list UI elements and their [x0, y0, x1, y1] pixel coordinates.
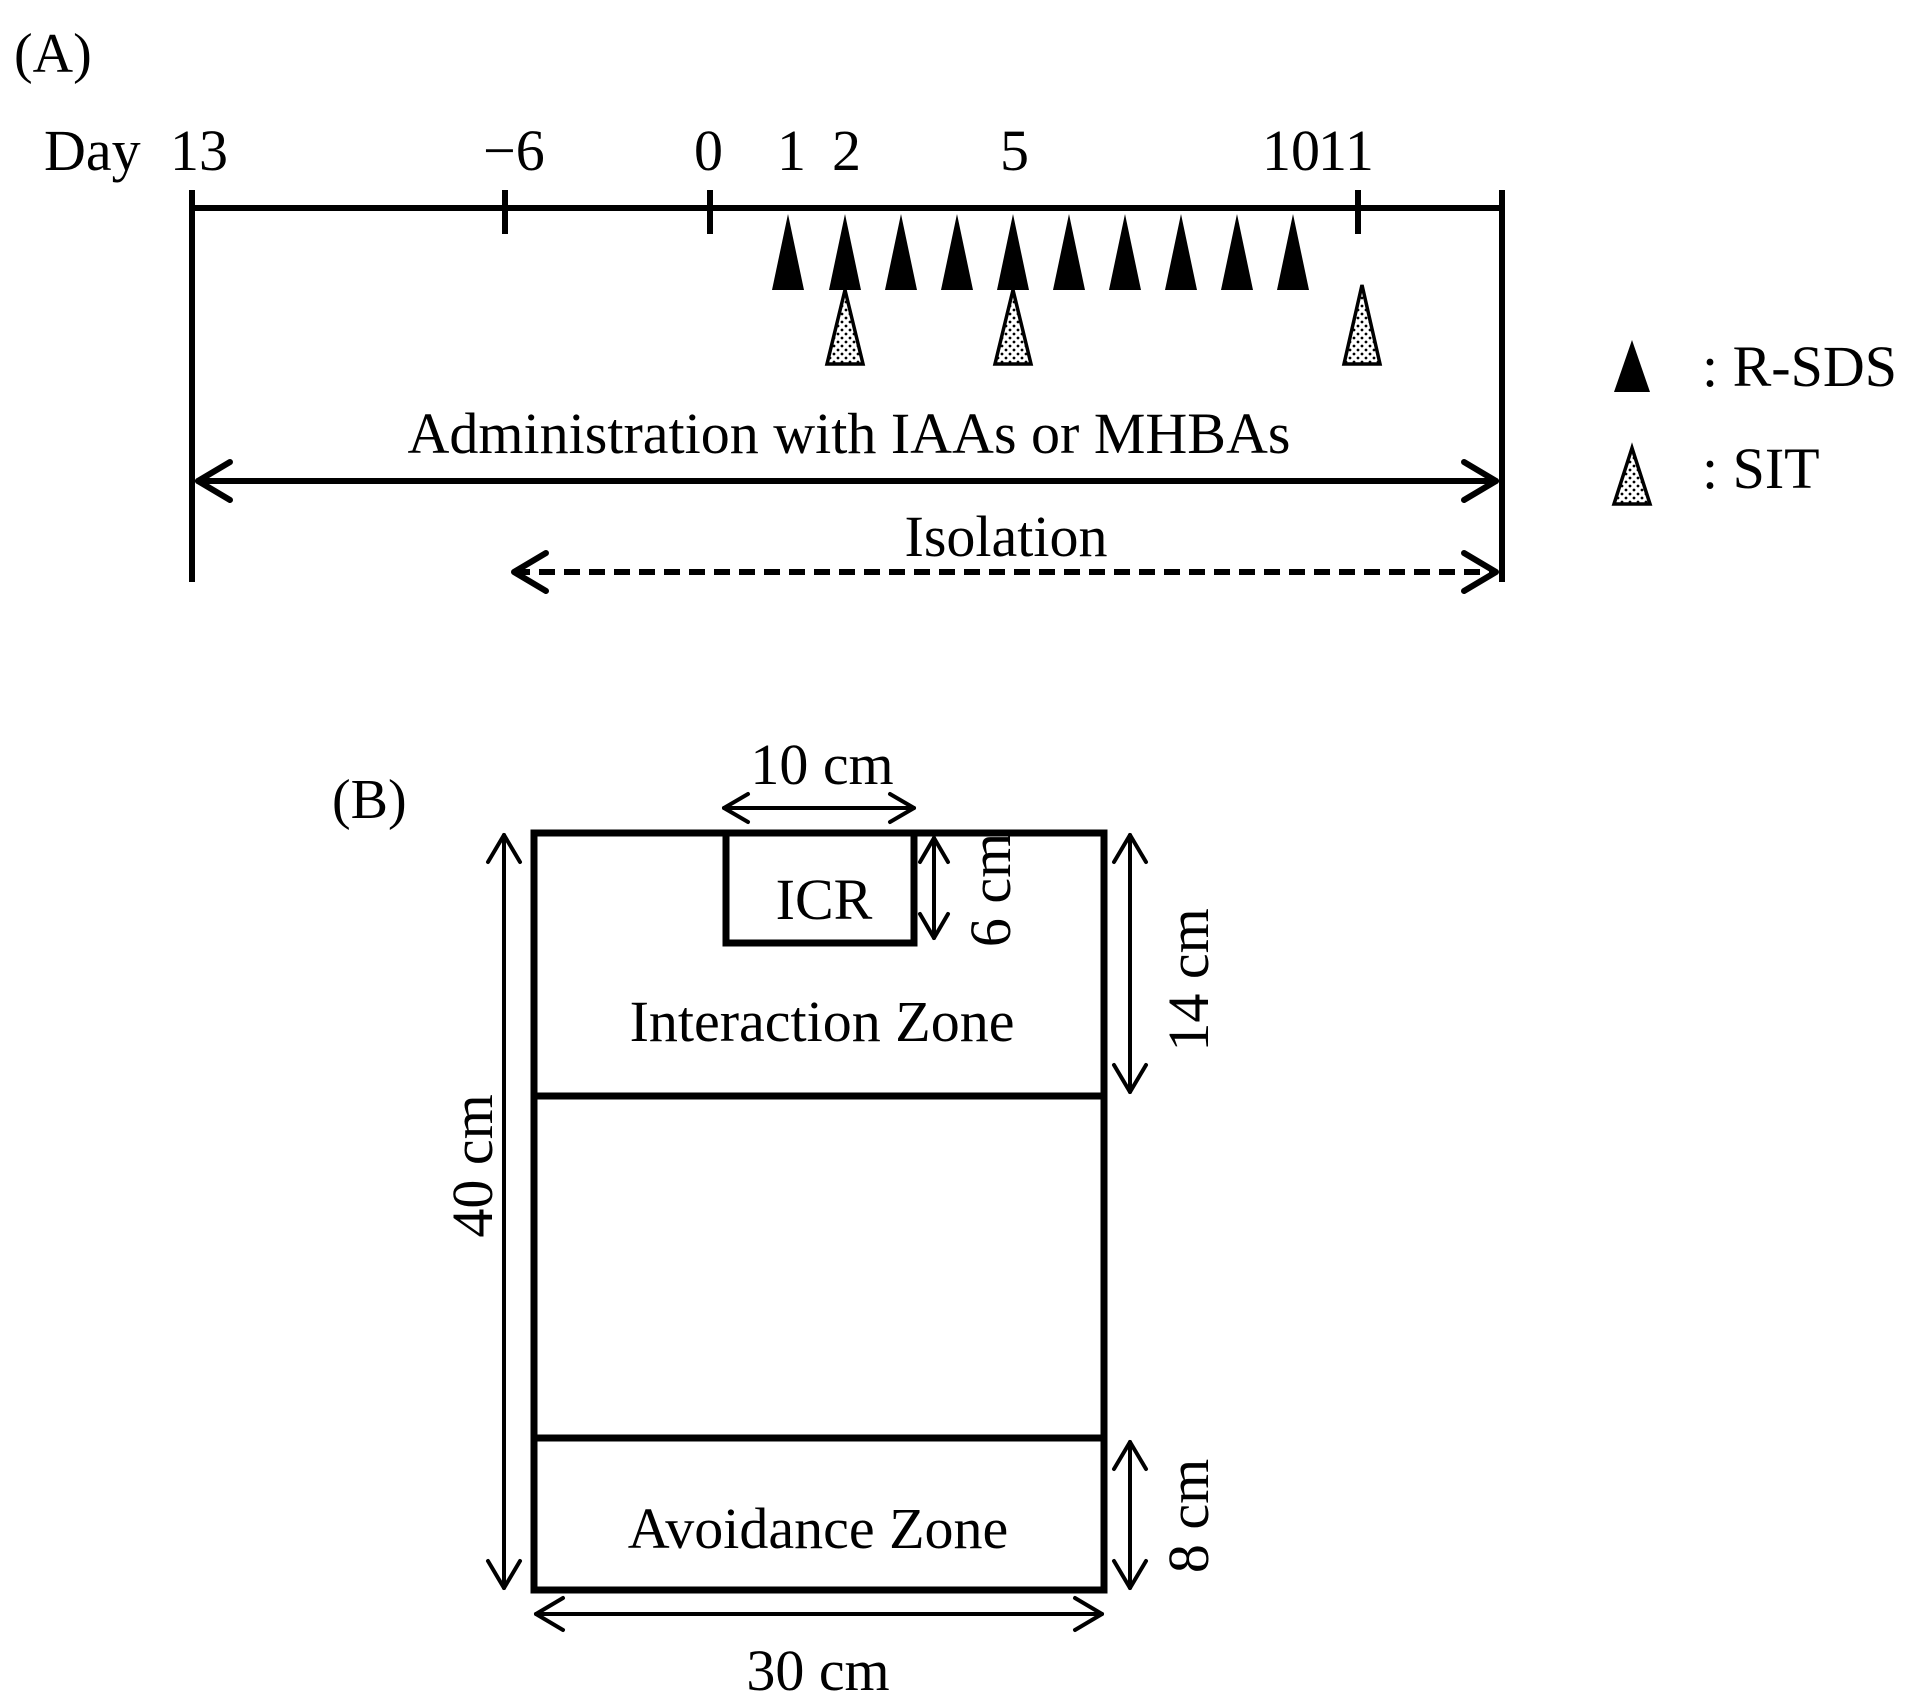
dim-icr-height-arrow — [918, 836, 950, 940]
tick-label-13: 13 — [170, 118, 228, 183]
legend-sit-label: : SIT — [1702, 436, 1820, 501]
tick-label-5: 5 — [1000, 118, 1029, 183]
legend-rsds-icon — [1614, 340, 1650, 392]
tick-label-minus6: −6 — [483, 118, 545, 183]
rsds-marker-day4 — [941, 214, 973, 290]
rsds-marker-day1 — [772, 214, 804, 290]
rsds-marker-day7 — [1109, 214, 1141, 290]
dim-total-width-arrow — [534, 1596, 1104, 1632]
administration-arrow — [195, 459, 1499, 503]
legend-sit-icon — [1611, 442, 1653, 506]
dim-interaction-height-arrow — [1112, 833, 1148, 1094]
arena — [530, 829, 1108, 1594]
administration-label: Administration with IAAs or MHBAs — [408, 401, 1291, 466]
legend: : R-SDS : SIT — [1611, 334, 1897, 506]
tick-label-2: 2 — [832, 118, 861, 183]
day-label: Day — [44, 118, 141, 183]
dim-total-height-label: 40 cm — [440, 1094, 505, 1237]
dim-avoidance-height-arrow — [1112, 1440, 1148, 1590]
tick-label-11: 11 — [1318, 118, 1374, 183]
icr-label: ICR — [776, 867, 873, 932]
interaction-zone-label: Interaction Zone — [630, 989, 1015, 1054]
sit-marker-day5 — [992, 289, 1034, 366]
icr-enclosure — [722, 829, 918, 947]
rsds-markers — [772, 214, 1309, 290]
legend-rsds-label: : R-SDS — [1702, 334, 1897, 399]
rsds-marker-day2 — [829, 214, 861, 290]
timeline — [189, 190, 1505, 582]
dim-interaction-height-label: 14 cm — [1156, 908, 1221, 1051]
isolation-arrow — [511, 550, 1499, 594]
sit-marker-day2 — [824, 289, 866, 366]
dim-icr-width-label: 10 cm — [750, 732, 893, 797]
rsds-marker-day6 — [1053, 214, 1085, 290]
rsds-marker-day3 — [885, 214, 917, 290]
rsds-marker-day5 — [997, 214, 1029, 290]
tick-label-10: 10 — [1262, 118, 1320, 183]
sit-marker-day11 — [1341, 284, 1383, 366]
dim-total-height-arrow — [486, 833, 522, 1590]
rsds-marker-day9 — [1221, 214, 1253, 290]
avoidance-zone-label: Avoidance Zone — [628, 1496, 1009, 1561]
dim-icr-width-arrow — [722, 792, 916, 824]
rsds-marker-day10 — [1277, 214, 1309, 290]
dim-icr-height-label: 6 cm — [958, 833, 1023, 947]
dim-avoidance-height-label: 8 cm — [1156, 1459, 1221, 1573]
panel-a-label: (A) — [14, 23, 92, 85]
panel-b-label: (B) — [332, 769, 407, 831]
sit-markers — [824, 284, 1383, 366]
isolation-label: Isolation — [905, 504, 1108, 569]
tick-label-0: 0 — [694, 118, 723, 183]
rsds-marker-day8 — [1165, 214, 1197, 290]
tick-label-1: 1 — [777, 118, 806, 183]
dim-total-width-label: 30 cm — [746, 1638, 889, 1703]
